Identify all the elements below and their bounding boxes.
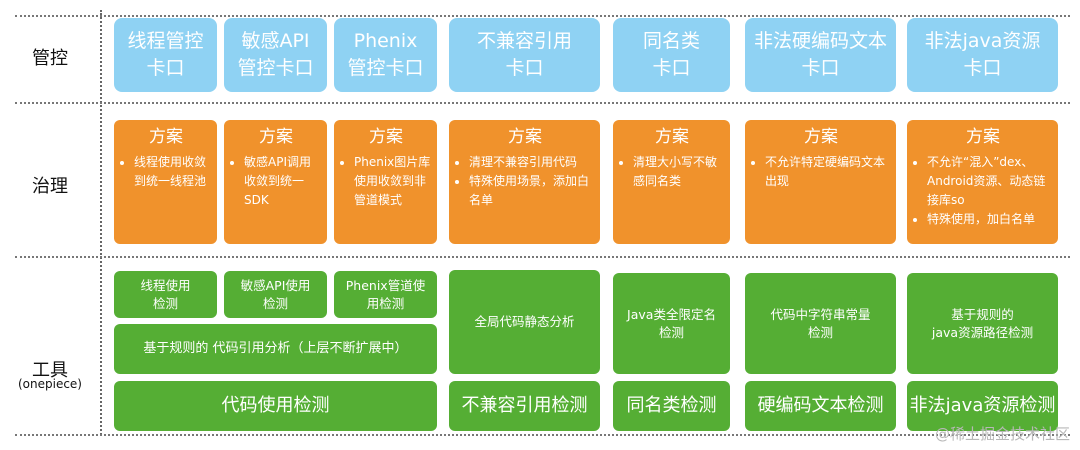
control-box-thread: 线程管控 卡口 (114, 18, 217, 92)
plan-box-sensitive-api: 方案 敏感API调用收敛到统一SDK (224, 120, 327, 244)
tool-sensitive-api-check: 敏感API使用 检测 (224, 271, 327, 318)
plan-item: 特殊使用，加白名单 (927, 210, 1052, 229)
tool-hardcode-text-detection: 硬编码文本检测 (745, 381, 896, 431)
control-box-incompatible: 不兼容引用 卡口 (449, 18, 600, 92)
tool-phenix-pipeline-check: Phenix管道使 用检测 (334, 271, 437, 318)
plan-item: 线程使用收敛到统一线程池 (134, 153, 211, 191)
control-box-sensitive-api: 敏感API 管控卡口 (224, 18, 327, 92)
plan-box-incompatible: 方案 清理不兼容引用代码 特殊使用场景，添加白名单 (449, 120, 600, 244)
plan-title: 方案 (508, 127, 542, 147)
control-box-java-resource: 非法java资源 卡口 (907, 18, 1058, 92)
plan-box-java-resource: 方案 不允许“混入”dex、Android资源、动态链接库so 特殊使用，加白名… (907, 120, 1058, 244)
tool-rule-based-reference-analysis: 基于规则的 代码引用分析（上层不断扩展中） (114, 324, 437, 374)
tool-incompatible-reference-detection: 不兼容引用检测 (449, 381, 600, 431)
tool-java-resource-path-check: 基于规则的 java资源路径检测 (907, 273, 1058, 374)
plan-item: 清理大小写不敏感同名类 (633, 153, 724, 191)
tool-thread-usage-check: 线程使用 检测 (114, 271, 217, 318)
plan-box-same-name-class: 方案 清理大小写不敏感同名类 (613, 120, 730, 244)
plan-item: 不允许“混入”dex、Android资源、动态链接库so (927, 153, 1052, 210)
row-divider-1 (15, 102, 1070, 104)
row-label-tools: 工具 (32, 360, 68, 381)
column-divider (100, 10, 102, 435)
plan-box-hardcode-text: 方案 不允许特定硬编码文本出现 (745, 120, 896, 244)
row-label-control: 管控 (32, 48, 68, 69)
row-label-tools-sub: (onepiece) (17, 377, 82, 391)
row-divider-2 (15, 256, 1070, 258)
plan-title: 方案 (259, 127, 293, 147)
control-box-phenix: Phenix 管控卡口 (334, 18, 437, 92)
plan-title: 方案 (804, 127, 838, 147)
tool-same-name-class-detection: 同名类检测 (613, 381, 730, 431)
plan-box-thread: 方案 线程使用收敛到统一线程池 (114, 120, 217, 244)
plan-item: 特殊使用场景，添加白名单 (469, 172, 594, 210)
plan-box-phenix: 方案 Phenix图片库使用收敛到非管道模式 (334, 120, 437, 244)
tool-string-constant-check: 代码中字符串常量 检测 (745, 273, 896, 374)
plan-title: 方案 (369, 127, 403, 147)
plan-title: 方案 (655, 127, 689, 147)
plan-item: 不允许特定硬编码文本出现 (765, 153, 890, 191)
tool-global-static-analysis: 全局代码静态分析 (449, 270, 600, 374)
tool-java-class-fqn-check: Java类全限定名 检测 (613, 273, 730, 374)
plan-item: 敏感API调用收敛到统一SDK (244, 153, 321, 210)
control-box-same-name-class: 同名类 卡口 (613, 18, 730, 92)
plan-item: Phenix图片库使用收敛到非管道模式 (354, 153, 431, 210)
plan-title: 方案 (149, 127, 183, 147)
plan-item: 清理不兼容引用代码 (469, 153, 594, 172)
control-box-hardcode-text: 非法硬编码文本 卡口 (745, 18, 896, 92)
row-divider-top (15, 15, 1070, 17)
watermark: @稀土掘金技术社区 (934, 425, 1070, 443)
tool-illegal-java-resource-detection: 非法java资源检测 (907, 381, 1058, 431)
row-divider-bottom (15, 434, 1070, 436)
tool-code-usage-detection: 代码使用检测 (114, 381, 437, 431)
plan-title: 方案 (966, 127, 1000, 147)
row-label-governance: 治理 (32, 176, 68, 197)
